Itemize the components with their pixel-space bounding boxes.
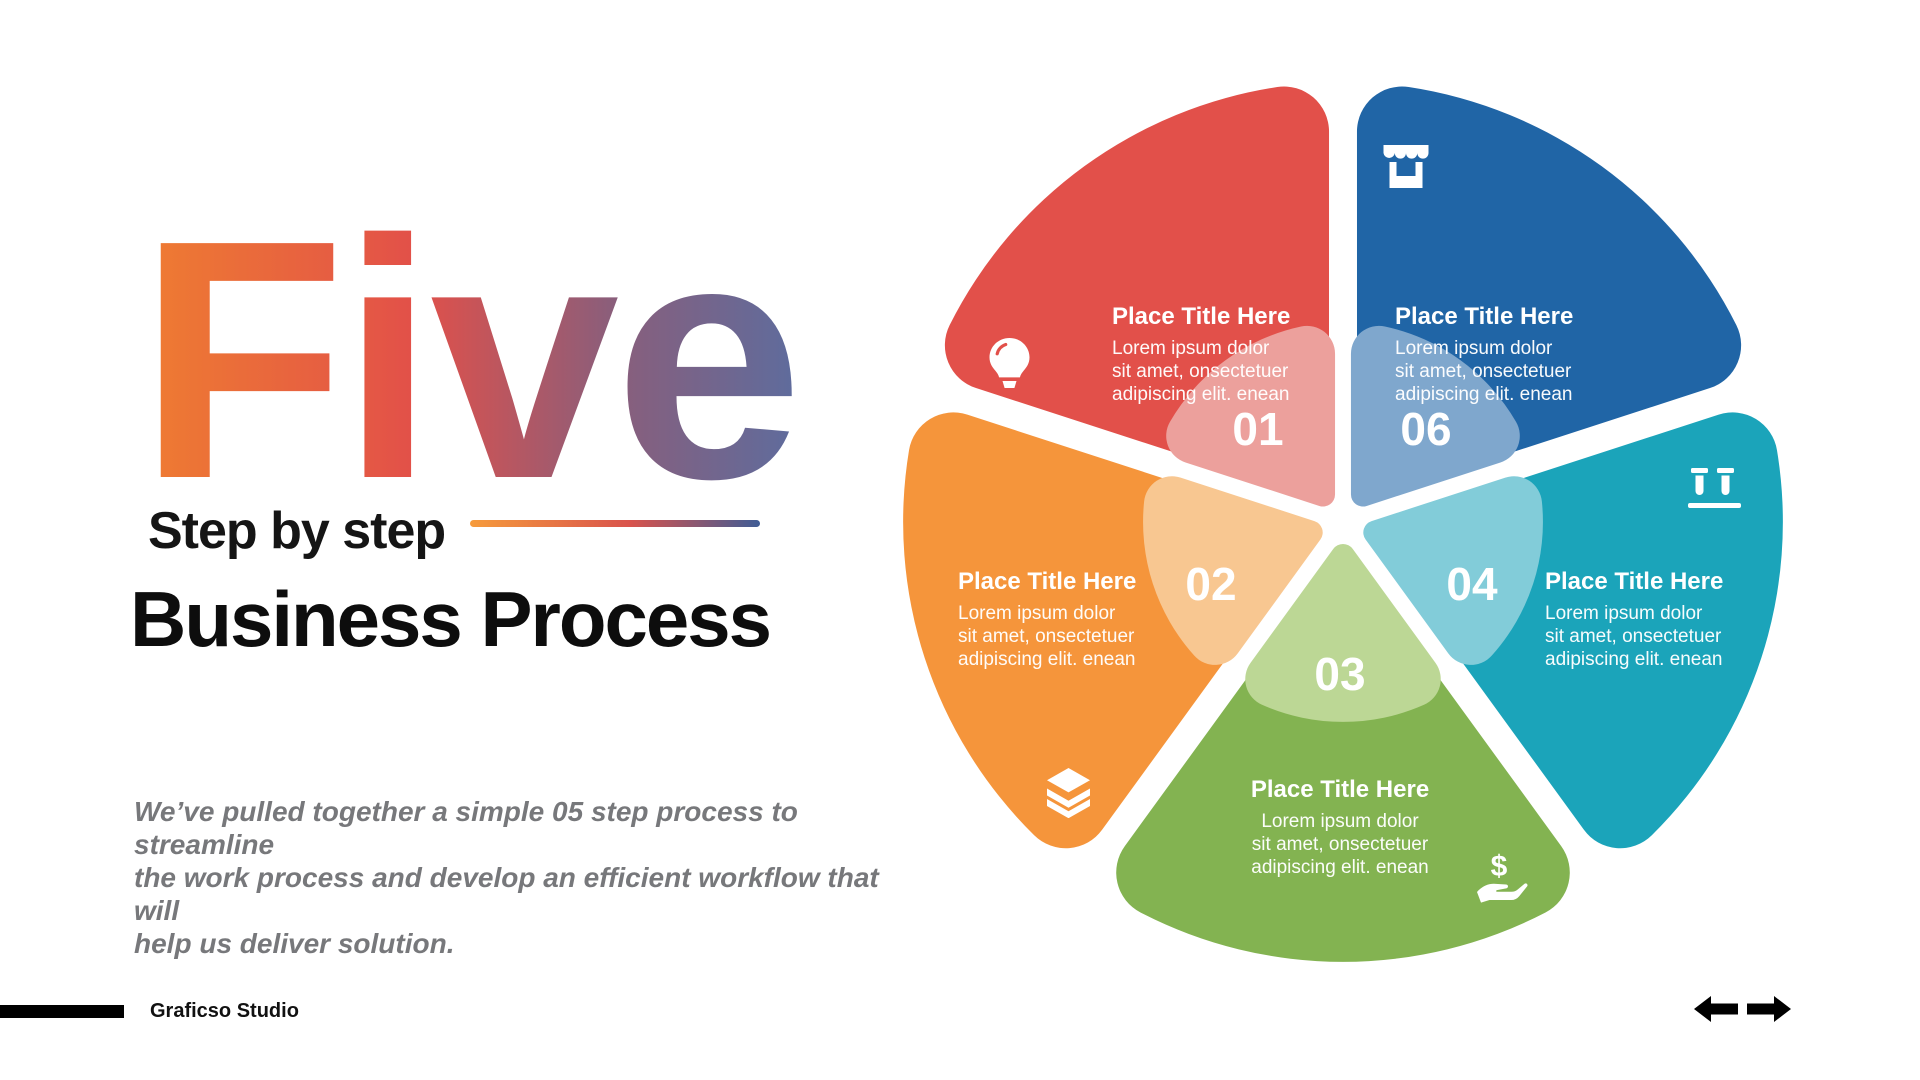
petal-01-body-line: Lorem ipsum dolor [1112, 338, 1270, 359]
petal-01-group [944, 86, 1336, 507]
dollar-symbol: $ [1491, 850, 1508, 883]
petal-03-inner-wedge [1245, 543, 1441, 722]
petal-03-body-line: adipiscing elit. enean [1251, 857, 1429, 878]
petal-04-group [1363, 412, 1783, 849]
petal-01-body-line: adipiscing elit. enean [1112, 384, 1290, 405]
footer-accent-bar [0, 1005, 124, 1018]
petal-04-number: 04 [1446, 558, 1498, 610]
petal-06-inner-wedge [1350, 325, 1520, 507]
petal-01-text: Place Title Here Lorem ipsum dolor sit a… [1112, 302, 1290, 406]
petal-06-body-line: Lorem ipsum dolor [1395, 338, 1553, 359]
petal-03-body-line: sit amet, onsectetuer [1251, 834, 1429, 855]
petal-01-number: 01 [1232, 403, 1284, 455]
description-line: the work process and develop an efficien… [134, 862, 879, 926]
five-step-wheel-diagram: 01 02 03 04 06 Place Title Here Lorem ip… [893, 80, 1813, 980]
petal-04-body-line: Lorem ipsum dolor [1545, 603, 1703, 624]
gradient-divider-line [470, 520, 760, 527]
wheel-shapes [903, 86, 1783, 962]
petal-01-body-line: sit amet, onsectetuer [1112, 361, 1289, 382]
slide-navigation [1694, 996, 1791, 1022]
petal-04-text: Place Title Here Lorem ipsum dolor sit a… [1545, 567, 1723, 671]
slide-description: We’ve pulled together a simple 05 step p… [134, 795, 894, 960]
petal-04-inner-wedge [1363, 476, 1543, 665]
prev-arrow-icon[interactable] [1694, 996, 1738, 1022]
petal-06-text: Place Title Here Lorem ipsum dolor sit a… [1395, 302, 1573, 406]
petal-02-title: Place Title Here [958, 568, 1137, 595]
slide-title: Five [138, 170, 803, 550]
description-line: help us deliver solution. [134, 928, 455, 959]
petal-02-inner-wedge [1143, 476, 1323, 665]
petal-04-body-line: adipiscing elit. enean [1545, 649, 1723, 670]
petal-02-text: Place Title Here Lorem ipsum dolor sit a… [958, 567, 1136, 671]
test-tubes-icon [1688, 468, 1741, 508]
petal-03-number: 03 [1314, 648, 1366, 700]
petal-03-body-line: Lorem ipsum dolor [1261, 811, 1419, 832]
petal-02-body-line: Lorem ipsum dolor [958, 603, 1116, 624]
petal-06-group [1350, 86, 1742, 507]
petal-03-title: Place Title Here [1250, 776, 1430, 803]
petal-03-shape [1116, 557, 1570, 962]
storefront-icon [1383, 145, 1429, 188]
petal-01-inner-wedge [1166, 325, 1336, 507]
petal-02-group [903, 412, 1323, 849]
petal-03-text: Place Title Here Lorem ipsum dolor sit a… [1251, 775, 1429, 879]
petal-06-title: Place Title Here [1395, 303, 1574, 330]
money-hand-icon: $ [1477, 850, 1528, 903]
petal-02-number: 02 [1185, 558, 1237, 610]
slide-heading: Business Process [130, 575, 772, 663]
next-arrow-icon[interactable] [1747, 996, 1791, 1022]
petal-02-body-line: sit amet, onsectetuer [958, 626, 1135, 647]
layers-icon [1047, 768, 1090, 818]
petal-04-body-line: sit amet, onsectetuer [1545, 626, 1722, 647]
petal-06-body-line: sit amet, onsectetuer [1395, 361, 1572, 382]
petal-01-title: Place Title Here [1112, 303, 1291, 330]
studio-credit: Graficso Studio [150, 1000, 299, 1022]
petal-06-number: 06 [1400, 403, 1452, 455]
petal-03-group [1116, 543, 1570, 962]
petal-02-body-line: adipiscing elit. enean [958, 649, 1136, 670]
lightbulb-icon [989, 338, 1030, 388]
slide-subtitle: Step by step [148, 502, 446, 560]
petal-04-title: Place Title Here [1545, 568, 1724, 595]
petal-06-body-line: adipiscing elit. enean [1395, 384, 1573, 405]
description-line: We’ve pulled together a simple 05 step p… [134, 796, 798, 860]
